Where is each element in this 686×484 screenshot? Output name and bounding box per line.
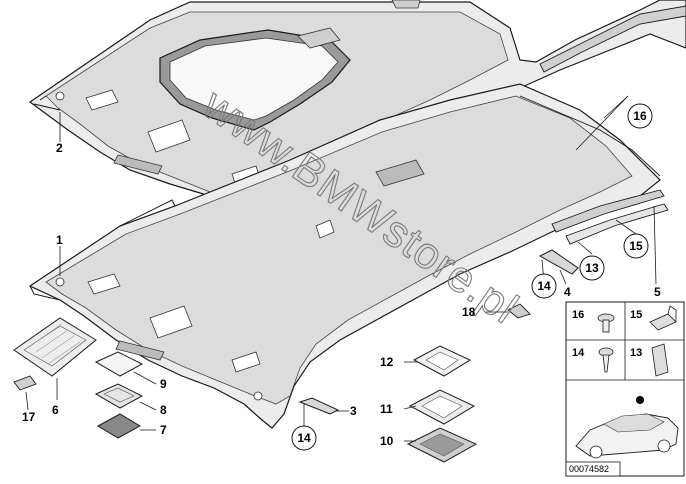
callout-17: 17	[22, 410, 36, 424]
callout-10: 10	[380, 434, 394, 448]
callout-4: 4	[564, 285, 571, 299]
diagram-code: 00074582	[569, 464, 609, 474]
part-7-light	[96, 413, 142, 439]
part-8-cover	[94, 383, 144, 409]
car-silhouette	[575, 396, 679, 459]
callout-circle-15: 15	[623, 233, 649, 259]
callout-1: 1	[56, 233, 63, 247]
callout-circle-13: 13	[579, 255, 605, 281]
callout-labels: 2 1 3 4 5 6 7 8 9 10 11 12 18 17 14 14 1…	[22, 103, 661, 451]
headliner-without-sunroof	[28, 83, 669, 429]
callout-11: 11	[380, 402, 393, 416]
legend-box: 16 15 14 13 00074582	[565, 301, 685, 477]
callout-18: 18	[462, 305, 476, 319]
part-6-sunvisor-cover	[13, 317, 97, 377]
legend-label-13: 13	[630, 347, 642, 359]
headliner-with-sunroof	[28, 0, 686, 241]
callout-7: 7	[160, 423, 167, 437]
part-3-handle	[298, 397, 340, 415]
part-4-bracket	[538, 249, 579, 275]
part-10-housing	[406, 427, 478, 463]
callout-14-left: 14	[297, 431, 311, 445]
part-11-frame	[408, 389, 476, 425]
callout-2: 2	[56, 141, 63, 155]
callout-circle-14-right: 14	[531, 273, 557, 299]
callout-13: 13	[585, 261, 599, 275]
legend-label-14: 14	[572, 347, 585, 359]
part-12-frame	[412, 345, 472, 377]
callout-5: 5	[654, 285, 661, 299]
callout-8: 8	[160, 403, 167, 417]
legend-label-15: 15	[630, 309, 642, 321]
callout-9: 9	[160, 377, 167, 391]
legend-screw-14	[598, 347, 614, 373]
callout-14-right: 14	[537, 279, 551, 293]
part-18-clip	[507, 303, 531, 319]
callout-circle-14-left: 14	[291, 425, 317, 451]
location-marker	[636, 396, 644, 404]
callout-15: 15	[629, 239, 643, 253]
sunroof-opening	[159, 29, 351, 131]
legend-clip-15	[649, 305, 677, 331]
part-17-clip	[13, 375, 37, 391]
callout-circle-16: 16	[627, 103, 653, 129]
legend-rivet-16	[597, 313, 615, 333]
leader-lines	[25, 95, 657, 442]
part-9-frame	[94, 351, 144, 377]
legend-clip-13	[651, 343, 669, 377]
legend-label-16: 16	[572, 309, 584, 321]
callout-16: 16	[633, 109, 647, 123]
callout-12: 12	[380, 355, 394, 369]
callout-6: 6	[52, 403, 59, 417]
callout-3: 3	[350, 404, 357, 418]
